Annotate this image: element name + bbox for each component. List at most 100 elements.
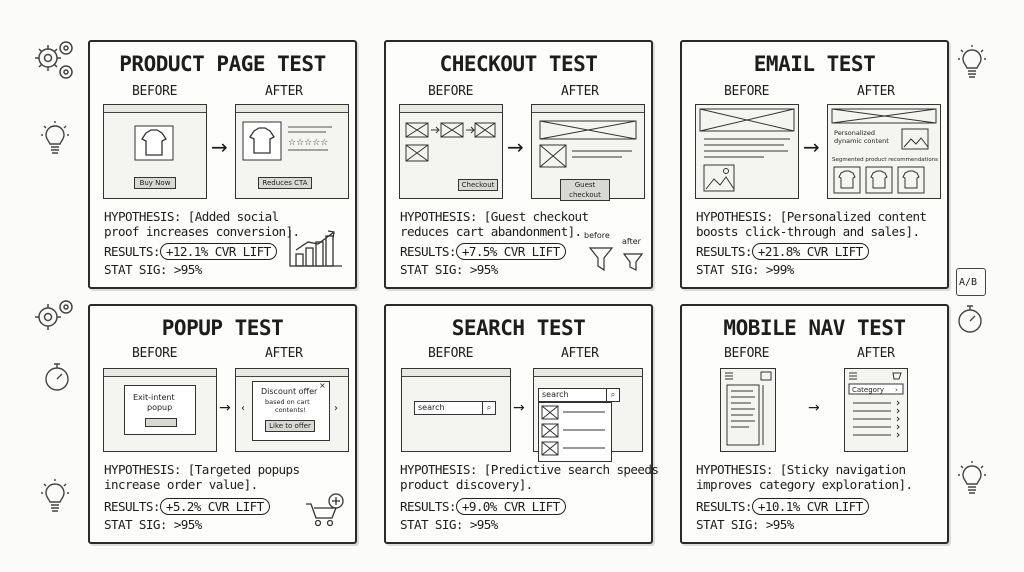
card-title: SEARCH TEST bbox=[451, 316, 586, 340]
after-label: AFTER bbox=[857, 346, 895, 361]
hypothesis-line-2: improves category exploration]. bbox=[696, 477, 913, 492]
personalized-text-1: Personalized bbox=[834, 129, 875, 137]
calendar-ab-icon: A/B bbox=[956, 268, 986, 296]
offer-button[interactable]: Like to offer bbox=[265, 420, 315, 432]
card-title: PRODUCT PAGE TEST bbox=[119, 52, 326, 76]
generic-email-icon bbox=[699, 108, 795, 192]
stat-sig: STAT SIG: >95% bbox=[400, 517, 498, 532]
card-title: EMAIL TEST bbox=[753, 52, 876, 76]
cvr-lift-badge: +9.0% CVR LIFT bbox=[455, 498, 566, 515]
suggestion-thumbnails-icon bbox=[541, 405, 605, 456]
hypothesis-line-1: HYPOTHESIS: [Personalized content bbox=[696, 209, 927, 224]
popup-button[interactable] bbox=[145, 418, 177, 427]
before-mockup: Checkout bbox=[399, 104, 503, 199]
stat-sig: STAT SIG: >95% bbox=[104, 517, 202, 532]
before-mobile-mockup bbox=[720, 368, 776, 452]
search-input[interactable]: search ⌕ bbox=[538, 388, 620, 402]
card-title: CHECKOUT TEST bbox=[439, 52, 598, 76]
single-page-checkout-icon bbox=[539, 120, 637, 168]
before-mockup: Buy Now bbox=[103, 104, 207, 199]
after-mobile-mockup: Category › bbox=[844, 368, 908, 452]
before-label: BEFORE bbox=[428, 84, 474, 99]
carousel-right-icon[interactable]: › bbox=[334, 403, 338, 414]
stat-sig: STAT SIG: >95% bbox=[400, 262, 498, 277]
hypothesis-line-2: boosts click-through and sales]. bbox=[696, 224, 920, 239]
arrow-right-icon: → bbox=[219, 400, 231, 416]
lightbulb-icon bbox=[41, 121, 69, 154]
popup-close-icon[interactable]: × bbox=[319, 381, 326, 390]
after-label: AFTER bbox=[265, 84, 303, 99]
search-input[interactable]: search ⌕ bbox=[414, 401, 496, 415]
stat-sig: STAT SIG: >95% bbox=[696, 517, 794, 532]
svg-text:☆☆☆☆☆: ☆☆☆☆☆ bbox=[288, 138, 328, 148]
test-card-mobile-nav: MOBILE NAV TEST BEFORE AFTER → Category bbox=[680, 304, 949, 544]
test-card-popup: POPUP TEST BEFORE AFTER Exit-intent popu… bbox=[88, 304, 357, 544]
results-line: RESULTS:+21.8% CVR LIFT bbox=[696, 243, 869, 260]
stat-sig: STAT SIG: >99% bbox=[696, 262, 794, 277]
cvr-lift-badge: +21.8% CVR LIFT bbox=[751, 243, 869, 260]
search-icon[interactable]: ⌕ bbox=[482, 402, 495, 414]
discount-text-2: based on cart bbox=[265, 398, 310, 406]
before-label: BEFORE bbox=[132, 346, 178, 361]
hypothesis-line-2: proof increases conversion]. bbox=[104, 224, 300, 239]
discount-text-3: contents! bbox=[275, 406, 306, 414]
results-line: RESULTS:+7.5% CVR LIFT bbox=[400, 243, 566, 260]
results-label: RESULTS: bbox=[696, 499, 752, 514]
lightbulb-icon bbox=[41, 479, 69, 512]
test-card-checkout: CHECKOUT TEST BEFORE AFTER Checkout → bbox=[384, 40, 653, 289]
hypothesis-line-1: HYPOTHESIS: [Added social bbox=[104, 209, 279, 224]
after-mockup: × Discount offer based on cart contents!… bbox=[235, 368, 349, 452]
category-nav-item[interactable]: Category bbox=[852, 386, 884, 394]
arrow-right-icon: → bbox=[803, 135, 820, 159]
search-icon[interactable]: ⌕ bbox=[606, 389, 619, 401]
exit-intent-popup: Exit-intent popup bbox=[124, 385, 196, 435]
results-label: RESULTS: bbox=[104, 244, 160, 259]
funnel-icon bbox=[588, 247, 644, 272]
popup-text-1: Exit-intent bbox=[133, 393, 175, 402]
after-label: AFTER bbox=[561, 346, 599, 361]
checkout-steps-icon bbox=[405, 122, 496, 162]
hypothesis-line-2: increase order value]. bbox=[104, 477, 258, 492]
add-to-cart-icon bbox=[306, 493, 344, 527]
cta-button[interactable]: Reduces CTA bbox=[258, 177, 312, 189]
guest-checkout-button[interactable]: Guest checkout bbox=[560, 179, 610, 201]
results-line: RESULTS:+5.2% CVR LIFT bbox=[104, 498, 270, 515]
test-card-search: SEARCH TEST BEFORE AFTER search ⌕ → sear… bbox=[384, 304, 659, 544]
review-stars-icon: ☆☆☆☆☆ bbox=[288, 126, 332, 151]
search-suggestions-dropdown bbox=[538, 402, 612, 462]
results-line: RESULTS:+12.1% CVR LIFT bbox=[104, 243, 277, 260]
hypothesis-line-1: HYPOTHESIS: [Sticky navigation bbox=[696, 462, 906, 477]
gears-icon bbox=[35, 300, 73, 330]
buy-now-button[interactable]: Buy Now bbox=[134, 177, 176, 189]
results-label: RESULTS: bbox=[400, 499, 456, 514]
cvr-lift-badge: +12.1% CVR LIFT bbox=[159, 243, 277, 260]
card-title: MOBILE NAV TEST bbox=[723, 316, 906, 340]
after-mockup: ☆☆☆☆☆ Reduces CTA bbox=[235, 104, 349, 199]
hypothesis-line-2: product discovery]. bbox=[400, 477, 533, 492]
arrow-right-icon: → bbox=[211, 135, 228, 159]
cvr-lift-badge: +10.1% CVR LIFT bbox=[751, 498, 869, 515]
checkout-button[interactable]: Checkout bbox=[458, 179, 498, 191]
stopwatch-icon bbox=[45, 363, 69, 391]
after-label: AFTER bbox=[561, 84, 599, 99]
hypothesis-line-2: reduces cart abandonment]. bbox=[400, 224, 582, 239]
card-title: POPUP TEST bbox=[161, 316, 284, 340]
search-placeholder: search bbox=[542, 390, 569, 399]
results-label: RESULTS: bbox=[696, 244, 752, 259]
hypothesis-line-1: HYPOTHESIS: [Guest checkout bbox=[400, 209, 589, 224]
results-label: RESULTS: bbox=[400, 244, 456, 259]
tshirt-icon bbox=[242, 121, 282, 161]
popup-text-2: popup bbox=[147, 403, 173, 412]
carousel-left-icon[interactable]: ‹ bbox=[241, 403, 245, 414]
before-label: BEFORE bbox=[724, 84, 770, 99]
arrow-right-icon: → bbox=[507, 135, 524, 159]
after-mockup: Guest checkout bbox=[531, 104, 645, 201]
test-card-email: EMAIL TEST BEFORE AFTER → Personalized d… bbox=[680, 40, 949, 289]
growth-chart-icon bbox=[289, 230, 342, 267]
after-label: AFTER bbox=[265, 346, 303, 361]
personalized-email-icon bbox=[831, 108, 937, 194]
before-label: BEFORE bbox=[132, 84, 178, 99]
discount-text-1: Discount offer bbox=[261, 387, 318, 396]
after-mockup: Personalized dynamic content Segmented p… bbox=[827, 104, 941, 199]
stat-sig: STAT SIG: >95% bbox=[104, 262, 202, 277]
